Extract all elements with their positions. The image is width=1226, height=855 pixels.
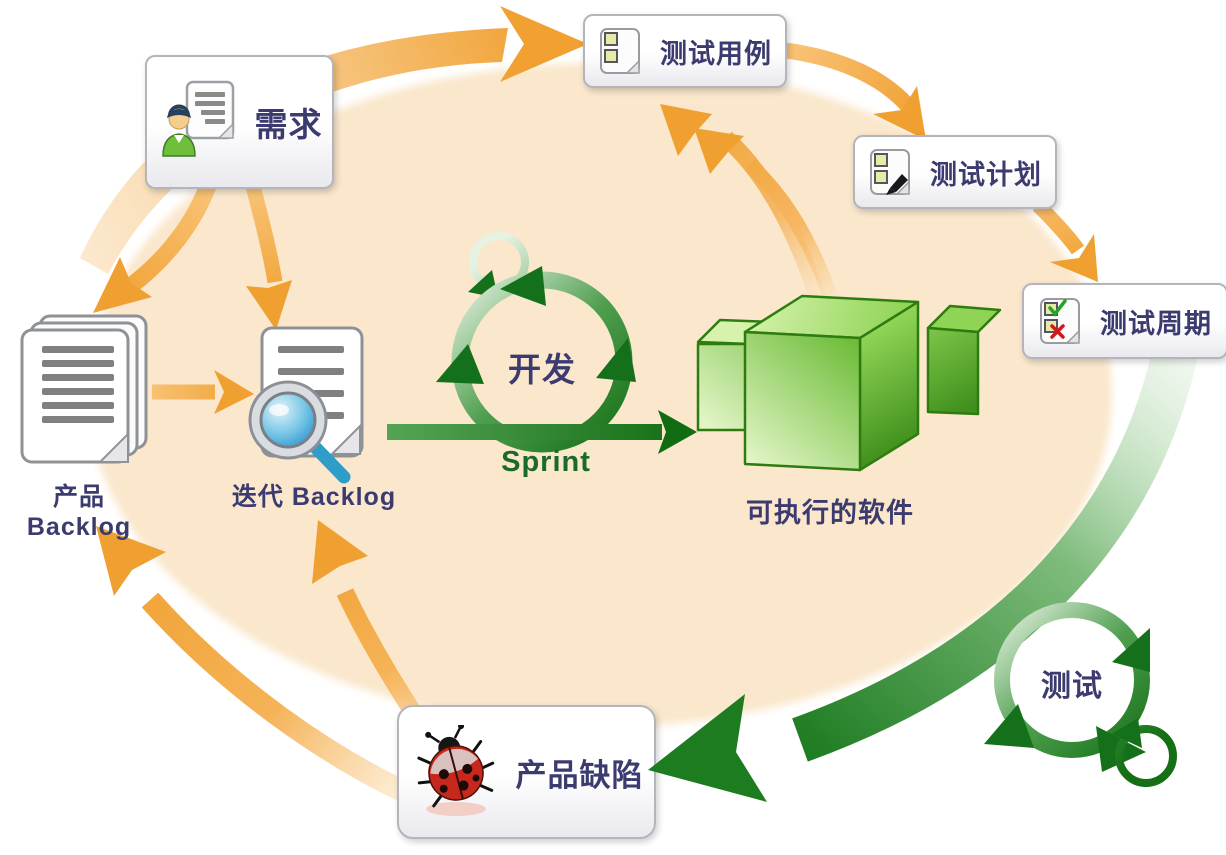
node-test-cycle: 测试周期 [1022, 283, 1226, 359]
cube-center [743, 294, 920, 472]
development-label: 开发 [508, 351, 576, 388]
arrow-software-to-testcases-2 [694, 128, 841, 306]
test-plan-label: 测试计划 [930, 159, 1042, 190]
iteration-backlog-label: 迭代 Backlog [231, 483, 397, 511]
executable-software-icon [696, 294, 1002, 472]
product-backlog-icon [20, 314, 148, 464]
product-backlog-label: 产品 Backlog [26, 483, 132, 541]
test-cycle-document-check-icon [1040, 298, 1080, 344]
test-cases-document-icon [600, 28, 640, 74]
cube-right [926, 304, 1002, 416]
node-requirements: 需求 [145, 55, 334, 189]
arrow-requirements-to-iteration-backlog [245, 184, 292, 330]
arrow-software-to-testcases-1 [660, 104, 827, 301]
requirements-label: 需求 [254, 106, 323, 143]
test-plan-document-pencil-icon [870, 149, 910, 195]
requirements-person-document-icon [161, 80, 234, 157]
arrow-testcases-to-testplan [780, 42, 926, 140]
node-product-defects: 产品缺陷 [397, 705, 656, 839]
test-cases-label: 测试用例 [660, 38, 772, 69]
iteration-backlog-icon [248, 326, 364, 484]
arrow-defects-to-product-backlog [96, 526, 441, 817]
executable-software-label: 可执行的软件 [746, 498, 914, 528]
development-cycle-icon [436, 232, 636, 453]
arrow-product-to-iteration-backlog [152, 370, 254, 414]
product-defects-label: 产品缺陷 [515, 757, 644, 793]
test-cycle-label: 测试周期 [1100, 308, 1212, 339]
magnifier-icon [248, 380, 351, 484]
arrow-testplan-to-testcycle [1032, 199, 1098, 282]
ladybug-icon [416, 724, 494, 816]
sprint-label: Sprint [501, 446, 591, 478]
node-test-plan: 测试计划 [853, 135, 1057, 209]
testing-label: 测试 [1041, 670, 1103, 703]
arrow-testcycle-to-defects-head [648, 694, 767, 802]
arrow-requirements-to-product-backlog [93, 182, 216, 313]
cube-left [696, 318, 774, 432]
node-test-cases: 测试用例 [583, 14, 787, 88]
